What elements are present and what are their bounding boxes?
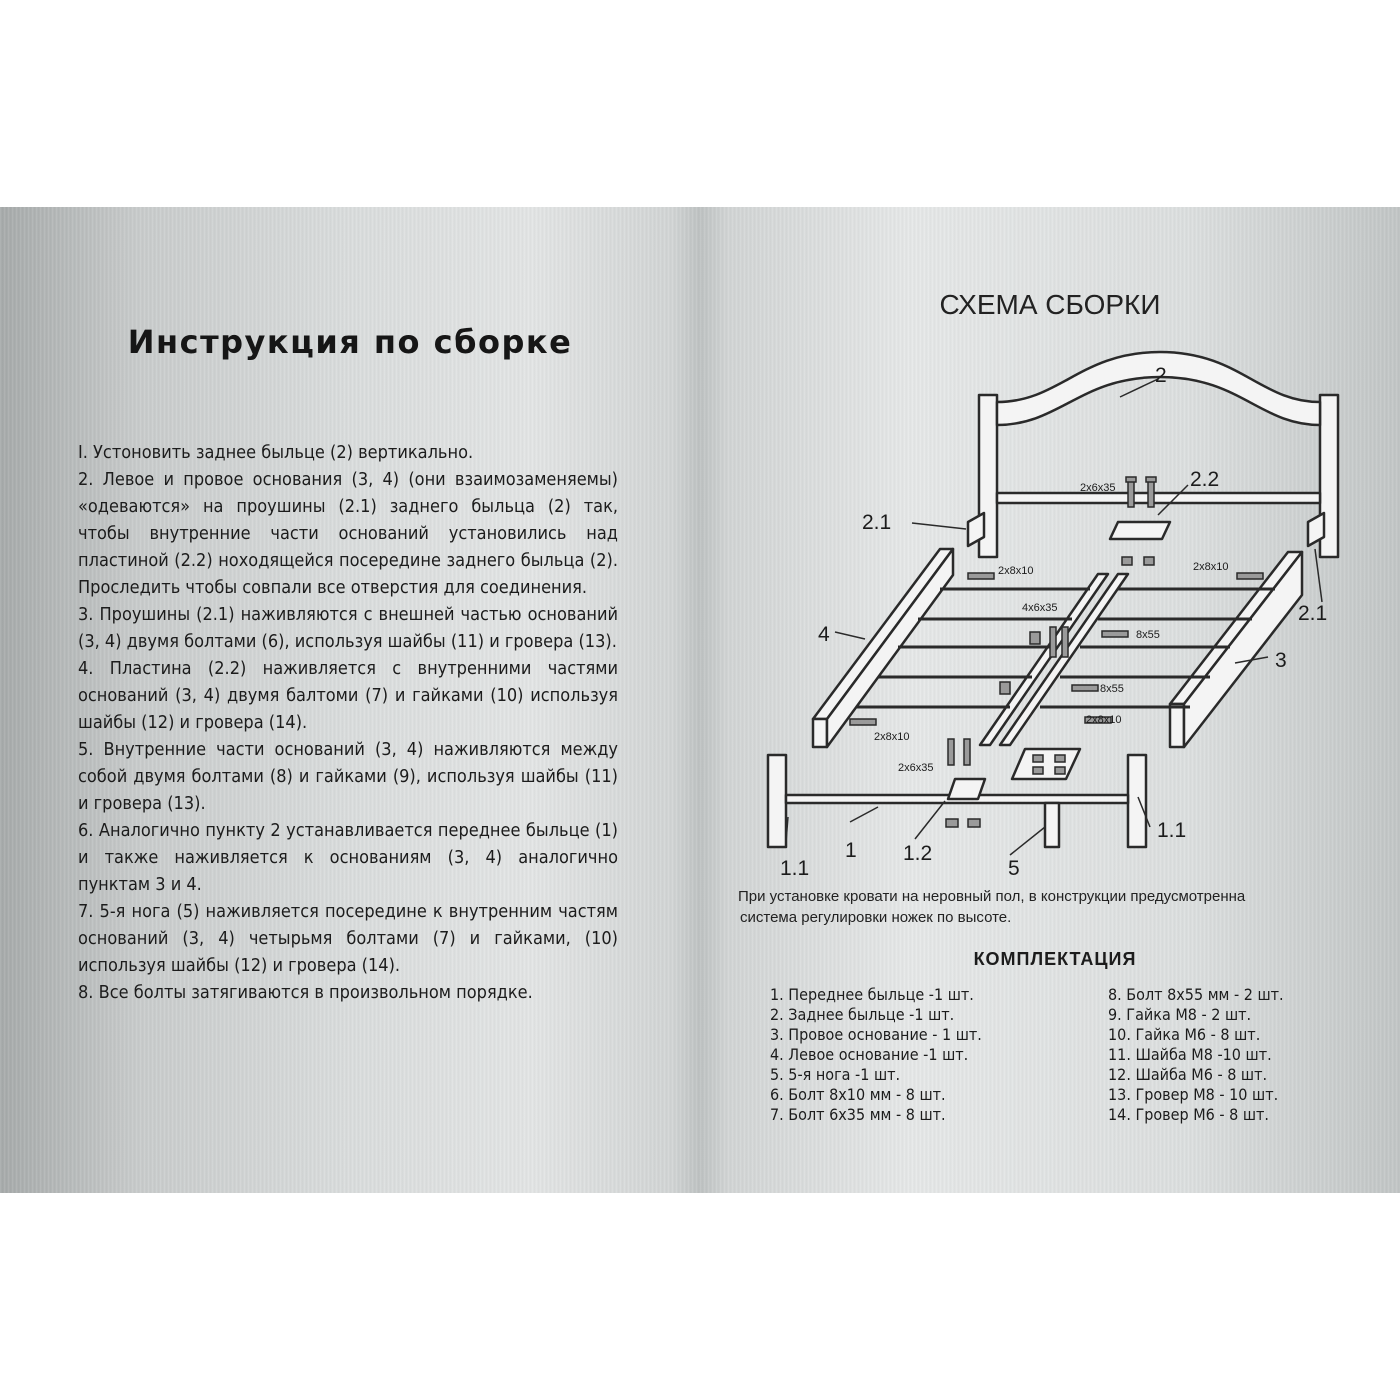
note-line-1: При установке кровати на неровный пол, в… — [738, 888, 1246, 905]
left-rail-side — [825, 547, 955, 749]
assembly-diagram: 2 2.2 2.1 2.1 4 3 1 1.1 1.1 1.2 5 2x6x35… — [766, 350, 1340, 880]
label-headboard: 2 — [1155, 364, 1167, 387]
kit-item: 3. Провое основание - 1 шт. — [770, 1025, 982, 1044]
step-6: 6. Аналогично пункту 2 устанавливается п… — [78, 820, 618, 895]
kit-item: 13. Гровер М8 - 10 шт. — [1108, 1085, 1279, 1104]
fastener-left-back: 2x8x10 — [998, 565, 1033, 577]
right-rail-side — [1182, 550, 1304, 749]
leveling-note: При установке кровати на неровный пол, в… — [738, 886, 1358, 928]
leg — [1043, 801, 1061, 849]
headboard-lower-bar — [995, 491, 1322, 505]
label-leg: 5 — [1008, 857, 1020, 880]
label-back-plate: 2.2 — [1190, 468, 1219, 491]
kit-item: 5. 5-я нога -1 шт. — [770, 1065, 901, 1084]
label-left-rail: 4 — [818, 623, 830, 646]
headboard-arch — [995, 350, 1322, 427]
fastener-right-back: 2x8x10 — [1193, 561, 1228, 573]
note-line-2: система регулировки ножек по высоте. — [740, 909, 1012, 926]
kit-item: 6. Болт 8х10 мм - 8 шт. — [770, 1085, 946, 1104]
footboard-left-post — [766, 753, 788, 849]
kit-item: 8. Болт 8х55 мм - 2 шт. — [1108, 985, 1284, 1004]
center-beam-right — [998, 572, 1130, 747]
kit-item: 11. Шайба М8 -10 шт. — [1108, 1045, 1272, 1064]
center-beam-left — [978, 572, 1110, 747]
fastener-center-lower: 8x55 — [1100, 683, 1124, 695]
fastener-front-plate: 2x6x35 — [898, 762, 933, 774]
front-plate — [946, 777, 987, 801]
label-right-rail: 3 — [1275, 649, 1287, 672]
label-bracket-left-front: 1.1 — [780, 857, 809, 880]
kit-item: 14. Гровер М6 - 8 шт. — [1108, 1105, 1269, 1124]
booklet-spread: Инструкция по сборке I. Устоновить задне… — [0, 207, 1400, 1193]
bracket-left-back — [966, 511, 986, 548]
step-8: 8. Все болты затягиваются в произвольном… — [78, 982, 533, 1003]
instruction-steps: I. Устоновить заднее быльце (2) вертикал… — [78, 439, 618, 1006]
bracket-right-back — [1306, 511, 1326, 548]
kit-item: 12. Шайба М6 - 8 шт. — [1108, 1065, 1268, 1084]
step-5: 5. Внутренние части оснований (3, 4) наж… — [78, 739, 618, 814]
step-7: 7. 5-я нога (5) наживляется посередине к… — [78, 901, 618, 976]
right-rail-end — [1168, 702, 1186, 749]
fastener-left-front: 2x8x10 — [874, 731, 909, 743]
fastener-center-upper: 8x55 — [1136, 629, 1160, 641]
fastener-right-front: 2x8x10 — [1086, 714, 1121, 726]
kit-item: 4. Левое основание -1 шт. — [770, 1045, 969, 1064]
back-plate — [1108, 520, 1172, 541]
page-title: Инструкция по сборке — [127, 323, 573, 361]
kit-title: КОМПЛЕКТАЦИЯ — [973, 949, 1137, 969]
label-bracket-right-front: 1.1 — [1157, 819, 1186, 842]
left-rail-top — [811, 547, 955, 721]
step-2: 2. Левое и провое основания (3, 4) (они … — [78, 469, 618, 598]
instructions-page: Инструкция по сборке I. Устоновить задне… — [0, 207, 700, 1193]
kit-list-left: 1. Переднее быльце -1 шт. 2. Заднее быль… — [770, 985, 982, 1125]
fastener-center: 4x6x35 — [1022, 602, 1057, 614]
fasteners — [849, 476, 1264, 828]
label-footboard: 1 — [845, 839, 857, 862]
step-4: 4. Пластина (2.2) наживляется с внутренн… — [78, 658, 618, 733]
leg-plate — [1010, 747, 1082, 781]
label-bracket-right-back: 2.1 — [1298, 602, 1327, 625]
step-3: 3. Проушины (2.1) наживляются с внешней … — [78, 604, 618, 652]
fastener-back-plate: 2x6x35 — [1080, 482, 1115, 494]
label-front-plate: 1.2 — [903, 842, 932, 865]
kit-list-right: 8. Болт 8х55 мм - 2 шт. 9. Гайка М8 - 2 … — [1108, 985, 1284, 1125]
kit-item: 1. Переднее быльце -1 шт. — [770, 985, 974, 1004]
leader-lines — [785, 378, 1323, 856]
step-1: I. Устоновить заднее быльце (2) вертикал… — [78, 442, 474, 463]
kit-item: 10. Гайка М6 - 8 шт. — [1108, 1025, 1261, 1044]
kit-item: 9. Гайка М8 - 2 шт. — [1108, 1005, 1252, 1024]
slats — [856, 587, 1275, 709]
schema-page: СХЕМА СБОРКИ — [700, 207, 1400, 1193]
left-rail-end — [811, 717, 829, 749]
schema-title: СХЕМА СБОРКИ — [939, 289, 1161, 320]
kit-item: 7. Болт 6х35 мм - 8 шт. — [770, 1105, 946, 1124]
kit-item: 2. Заднее быльце -1 шт. — [770, 1005, 955, 1024]
footboard-right-post — [1126, 753, 1148, 849]
label-bracket-left-back: 2.1 — [862, 511, 891, 534]
